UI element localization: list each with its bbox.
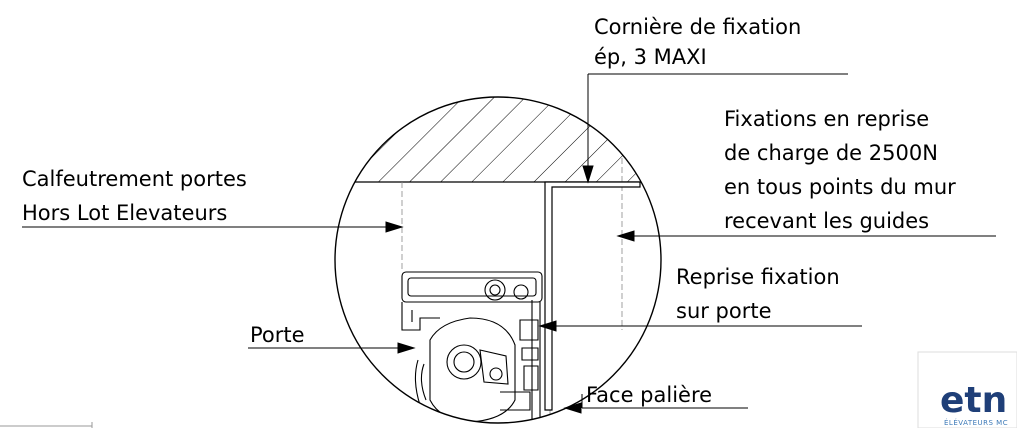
wall-hatch [335, 97, 661, 182]
label-fixations-2: de charge de 2500N [724, 141, 938, 165]
label-corniere-2: ép, 3 MAXI [594, 45, 707, 69]
detail-circle-group [334, 96, 662, 424]
label-fixations-1: Fixations en reprise [724, 107, 929, 131]
leader-lines [22, 73, 996, 414]
logo-wordmark: etn [940, 380, 1007, 421]
label-fixations-3: en tous points du mur [724, 175, 956, 199]
logo-tagline: ÉLÉVATEURS MC [944, 418, 1008, 427]
arrow-calfeutrement [385, 221, 404, 233]
label-reprise-1: Reprise fixation [676, 265, 840, 289]
label-reprise-2: sur porte [676, 299, 772, 323]
etn-logo: etn ÉLÉVATEURS MC [917, 351, 1017, 428]
detail-circle-outline [334, 96, 662, 424]
logo-box [917, 351, 1017, 428]
label-corniere-1: Cornière de fixation [594, 15, 801, 39]
door-profile [401, 271, 543, 423]
arrow-face-paliere [563, 402, 582, 414]
arrow-fixations [616, 230, 635, 242]
labels: Cornière de fixation ép, 3 MAXI Fixation… [22, 15, 956, 407]
label-fixations-4: recevant les guides [724, 209, 929, 233]
arrow-porte [397, 342, 416, 354]
label-face-paliere: Face palière [586, 383, 712, 407]
label-porte: Porte [250, 323, 305, 347]
label-calfeutrement-2: Hors Lot Elevateurs [22, 201, 227, 225]
arrow-corniere [582, 165, 594, 184]
arrow-reprise [538, 320, 557, 332]
label-calfeutrement-1: Calfeutrement portes [22, 167, 247, 191]
corniere-bracket [544, 181, 641, 411]
